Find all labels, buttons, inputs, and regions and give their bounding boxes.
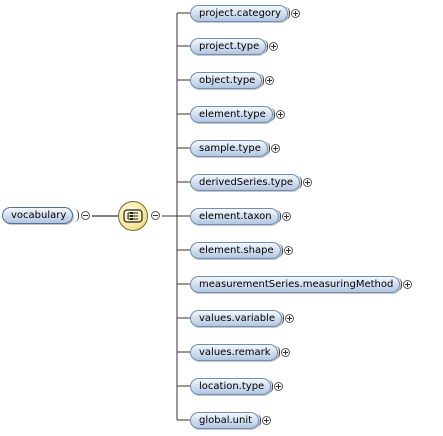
element-global-unit[interactable]: global.unit <box>190 412 260 429</box>
cardinality-bracket <box>268 380 273 393</box>
element-project-category[interactable]: project.category <box>190 5 289 22</box>
expand-plus-icon[interactable] <box>284 246 293 255</box>
root-element-label: vocabulary <box>11 210 67 221</box>
cardinality-bracket <box>275 346 280 359</box>
element-label: location.type <box>199 381 265 392</box>
cardinality-bracket <box>278 244 283 257</box>
compositor-collapse-icon[interactable] <box>151 211 160 220</box>
sequence-compositor[interactable] <box>118 201 148 231</box>
element-values-remark[interactable]: values.remark <box>190 344 278 361</box>
element-object-type[interactable]: object.type <box>190 72 263 89</box>
element-label: measurementSeries.measuringMethod <box>199 279 394 290</box>
element-label: values.remark <box>199 347 271 358</box>
cardinality-bracket <box>263 40 268 53</box>
element-project-type[interactable]: project.type <box>190 38 267 55</box>
expand-plus-icon[interactable] <box>269 42 278 51</box>
expand-plus-icon[interactable] <box>403 280 412 289</box>
expand-plus-icon[interactable] <box>282 212 291 221</box>
root-element-vocabulary[interactable]: vocabulary <box>2 207 74 224</box>
element-element-type[interactable]: element.type <box>190 106 273 123</box>
cardinality-bracket <box>297 176 302 189</box>
cardinality-bracket <box>397 278 402 291</box>
element-label: element.type <box>199 109 266 120</box>
expand-plus-icon[interactable] <box>285 314 294 323</box>
element-label: derivedSeries.type <box>199 177 294 188</box>
element-sample-type[interactable]: sample.type <box>190 140 268 157</box>
expand-plus-icon[interactable] <box>271 144 280 153</box>
root-cardinality-bracket <box>74 209 79 222</box>
cardinality-bracket <box>285 7 290 20</box>
element-label: values.variable <box>199 313 276 324</box>
sequence-icon <box>123 209 143 223</box>
cardinality-bracket <box>265 142 270 155</box>
element-element-taxon[interactable]: element.taxon <box>190 208 279 225</box>
cardinality-bracket <box>256 414 261 427</box>
expand-plus-icon[interactable] <box>262 416 271 425</box>
cardinality-bracket <box>279 312 284 325</box>
expand-plus-icon[interactable] <box>291 9 300 18</box>
expand-plus-icon[interactable] <box>274 382 283 391</box>
element-label: element.taxon <box>199 211 272 222</box>
element-derivedseries-type[interactable]: derivedSeries.type <box>190 174 301 191</box>
element-label: project.category <box>199 8 282 19</box>
element-location-type[interactable]: location.type <box>190 378 272 395</box>
element-label: global.unit <box>199 415 253 426</box>
expand-plus-icon[interactable] <box>281 348 290 357</box>
expand-plus-icon[interactable] <box>265 76 274 85</box>
cardinality-bracket <box>270 108 275 121</box>
element-element-shape[interactable]: element.shape <box>190 242 281 259</box>
root-collapse-icon[interactable] <box>81 211 90 220</box>
element-label: element.shape <box>199 245 274 256</box>
cardinality-bracket <box>276 210 281 223</box>
element-values-variable[interactable]: values.variable <box>190 310 283 327</box>
expand-plus-icon[interactable] <box>276 110 285 119</box>
element-measurementseries-measuringmethod[interactable]: measurementSeries.measuringMethod <box>190 276 401 293</box>
cardinality-bracket <box>259 74 264 87</box>
branch-lines <box>177 12 190 421</box>
element-label: project.type <box>199 41 260 52</box>
expand-plus-icon[interactable] <box>303 178 312 187</box>
element-label: sample.type <box>199 143 261 154</box>
element-label: object.type <box>199 75 256 86</box>
